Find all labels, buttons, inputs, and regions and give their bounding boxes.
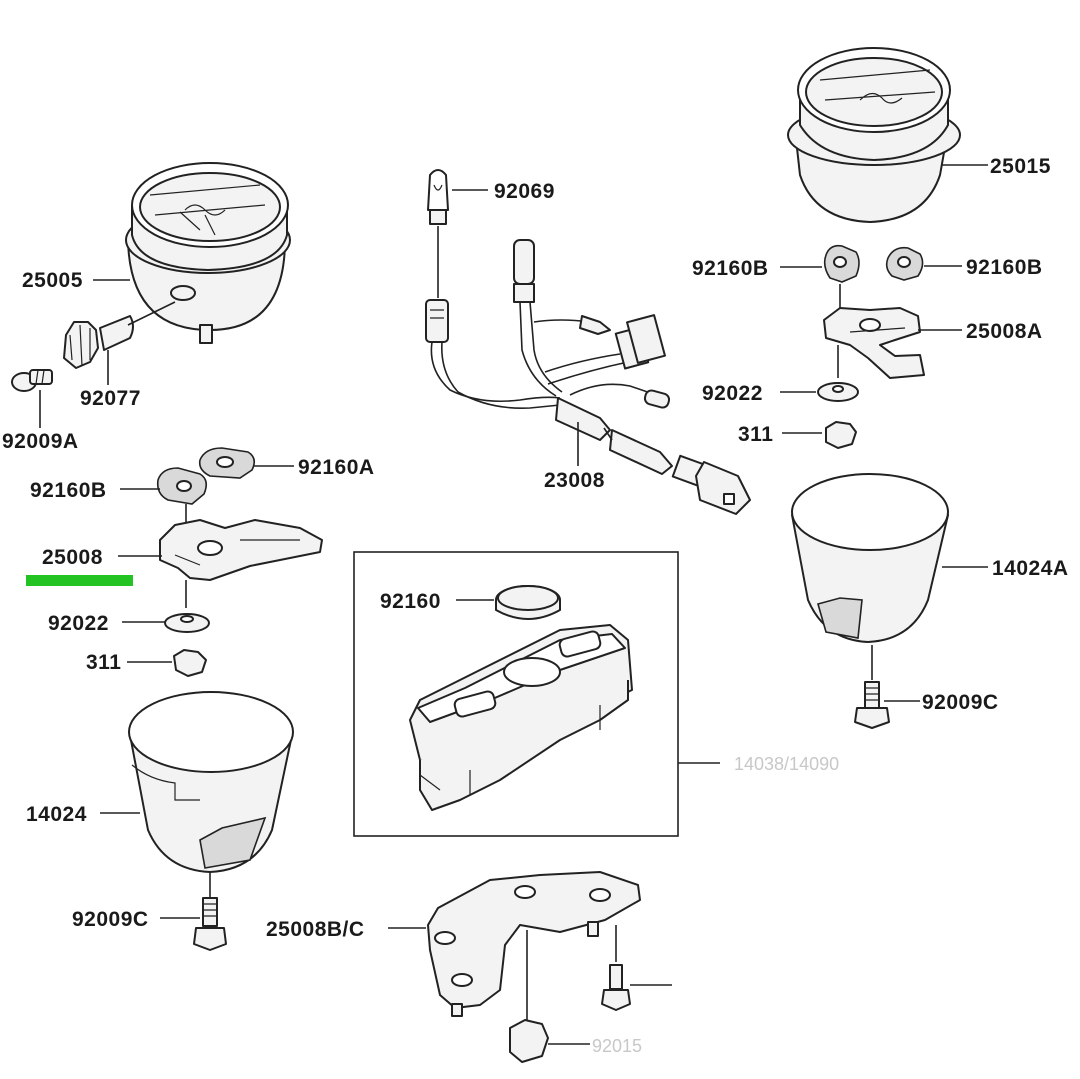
wire-harness-23008 <box>425 239 751 515</box>
grommet-92160B-left <box>156 467 208 505</box>
label-92160B-right-2: 92160B <box>966 256 1043 279</box>
label-92160A: 92160A <box>298 456 375 479</box>
highlight-bar <box>26 575 133 586</box>
bulb-92069 <box>427 169 449 225</box>
bracket-25008BC <box>427 871 641 1017</box>
label-25005: 25005 <box>22 269 83 292</box>
screw-92009A <box>11 369 53 392</box>
label-14024: 14024 <box>26 803 87 826</box>
grommet-92160B-right-2 <box>885 246 924 281</box>
label-311-right: 311 <box>738 423 773 446</box>
label-23008: 23008 <box>544 469 605 492</box>
seal-92160 <box>497 585 559 611</box>
nut-311-left <box>173 649 207 677</box>
bracket-25008A <box>823 307 925 379</box>
washer-92022-right <box>817 382 859 402</box>
cover-14024 <box>128 691 294 873</box>
label-92160: 92160 <box>380 590 441 613</box>
label-92009A: 92009A <box>2 430 79 453</box>
label-25008BC: 25008B/C <box>266 918 365 941</box>
speedometer-25005 <box>125 162 291 344</box>
bolt-92009C-right <box>854 681 890 729</box>
nut-311-right <box>825 421 857 449</box>
label-92160B-left: 92160B <box>30 479 107 502</box>
label-25008: 25008 <box>42 546 103 569</box>
label-92022-left: 92022 <box>48 612 109 635</box>
label-92015: 92015 <box>592 1036 642 1056</box>
label-25008A: 25008A <box>966 320 1043 343</box>
label-14024A: 14024A <box>992 557 1069 580</box>
label-14038-14090: 14038/14090 <box>734 754 839 774</box>
label-92069: 92069 <box>494 180 555 203</box>
bracket-25008 <box>159 519 323 581</box>
cover-14024A <box>791 473 949 643</box>
label-92022-right: 92022 <box>702 382 763 405</box>
washer-92022-left <box>164 613 210 633</box>
label-92077: 92077 <box>80 387 141 410</box>
bolt-92009C-left <box>193 897 227 951</box>
label-25015: 25015 <box>990 155 1051 178</box>
grommet-92160B-right-1 <box>823 244 860 283</box>
grommet-92160A <box>198 447 256 479</box>
bolt-right-lower <box>601 964 631 1011</box>
nut-92015 <box>509 1019 549 1063</box>
label-92009C-right: 92009C <box>922 691 999 714</box>
gear-92077 <box>63 315 134 369</box>
label-92160B-right-1: 92160B <box>692 257 769 280</box>
tachometer-25015 <box>787 47 961 223</box>
label-311-left: 311 <box>86 651 121 674</box>
label-92009C-left: 92009C <box>72 908 149 931</box>
